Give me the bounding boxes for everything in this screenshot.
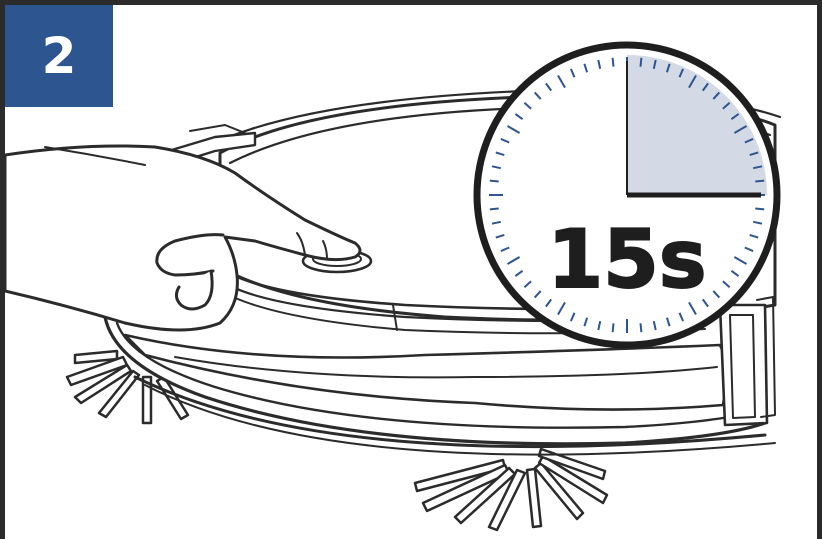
timer-elapsed-sector [627, 55, 767, 195]
timer-tick [641, 58, 642, 67]
timer-tick [641, 323, 642, 332]
timer-tick [613, 58, 614, 67]
timer-tick [755, 209, 764, 210]
step-number: 2 [42, 31, 77, 81]
timer-tick [490, 209, 499, 210]
stopwatch-icon: 15s [477, 45, 777, 345]
timer-tick [755, 181, 764, 182]
step-badge: 2 [5, 5, 113, 107]
timer-tick [613, 323, 614, 332]
timer-label: 15s [548, 213, 707, 306]
timer-tick [490, 181, 499, 182]
side-brush-bottom [415, 449, 607, 530]
illustration: 15s [5, 5, 822, 539]
